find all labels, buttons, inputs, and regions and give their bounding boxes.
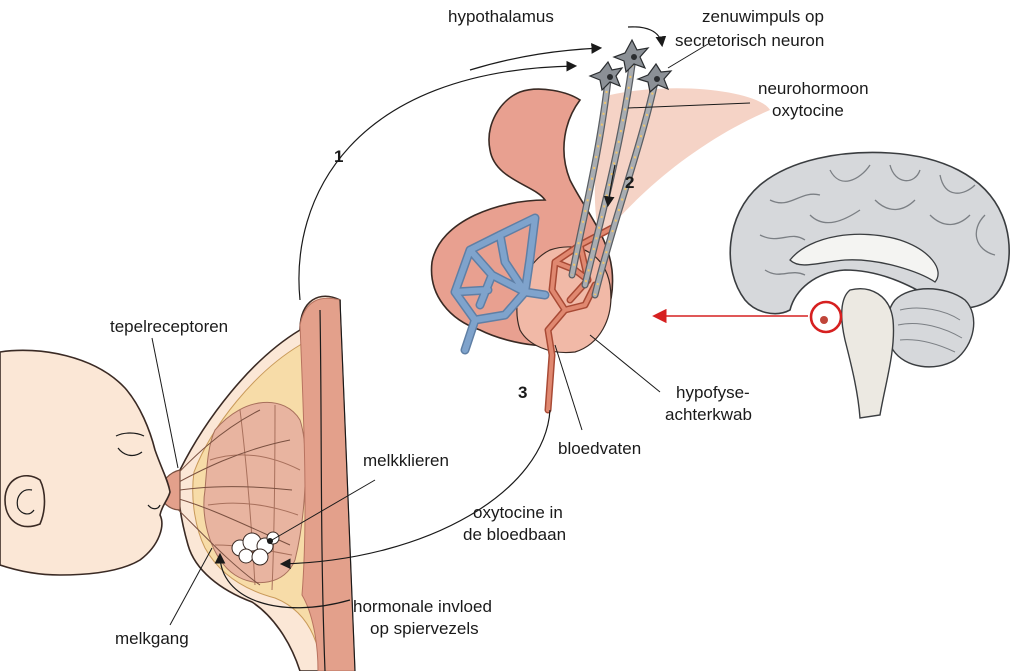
label-posterior-pituitary-1: hypofyse- xyxy=(676,383,750,402)
baby-ear-inner xyxy=(16,489,35,515)
label-nerve-impulse-2: secretorisch neuron xyxy=(675,31,824,50)
brainstem xyxy=(841,288,895,419)
milk-ducts xyxy=(167,409,293,586)
milk-gland-cluster xyxy=(231,531,280,566)
breast-cross-section xyxy=(159,295,356,671)
label-oxytocin-blood-1: oxytocine in xyxy=(473,503,563,522)
label-nipple-receptors: tepelreceptoren xyxy=(110,317,228,336)
leader-lines xyxy=(151,43,751,626)
corpus-callosum xyxy=(789,233,939,283)
label-milk-glands: melkklieren xyxy=(363,451,449,470)
pituitary-gland xyxy=(430,38,770,414)
label-hormonal-influence-1: hormonale invloed xyxy=(353,597,492,616)
pituitary-highlight xyxy=(809,300,843,334)
path-step-1 xyxy=(298,60,578,301)
baby-face xyxy=(0,349,171,576)
brain-sagittal-icon xyxy=(652,151,1010,419)
path-muscle xyxy=(214,552,351,609)
path-impulse xyxy=(627,26,667,48)
hypothalamus-tissue xyxy=(594,88,770,240)
portal-veins-fill xyxy=(452,215,548,353)
label-hormonal-influence-2: op spiervezels xyxy=(370,619,479,638)
cerebellum-folia xyxy=(897,307,963,353)
baby-ear xyxy=(4,475,46,528)
neuron-cell-icon xyxy=(588,38,673,94)
path-step-3 xyxy=(279,409,551,570)
baby-brow xyxy=(115,432,145,437)
label-oxytocin-blood-2: de bloedbaan xyxy=(463,525,566,544)
pectoral-muscle xyxy=(299,297,356,671)
label-posterior-pituitary-2: achterkwab xyxy=(665,405,752,424)
step-number-3: 3 xyxy=(518,383,527,402)
mammary-lobes xyxy=(203,401,306,583)
label-milk-duct: melkgang xyxy=(115,629,189,648)
baby-mouth xyxy=(147,504,161,510)
step-number-2: 2 xyxy=(625,173,634,192)
label-neurohormone-1: neurohormoon xyxy=(758,79,869,98)
label-neurohormone-2: oxytocine xyxy=(772,101,844,120)
path-step-1-branch xyxy=(469,43,603,71)
infant-head-icon xyxy=(0,349,171,576)
path-step-2 xyxy=(603,164,616,208)
cerebellum xyxy=(886,288,975,368)
brain-gyri xyxy=(759,164,996,276)
label-blood-vessels: bloedvaten xyxy=(558,439,641,458)
label-nerve-impulse-1: zenuwimpuls op xyxy=(702,7,824,26)
labels: hypothalamus zenuwimpuls op secretorisch… xyxy=(110,7,869,648)
step-number-1: 1 xyxy=(334,147,343,166)
baby-eye xyxy=(117,447,143,457)
signal-pathways xyxy=(214,26,667,609)
chest-wall-line xyxy=(319,299,356,671)
label-hypothalamus: hypothalamus xyxy=(448,7,554,26)
